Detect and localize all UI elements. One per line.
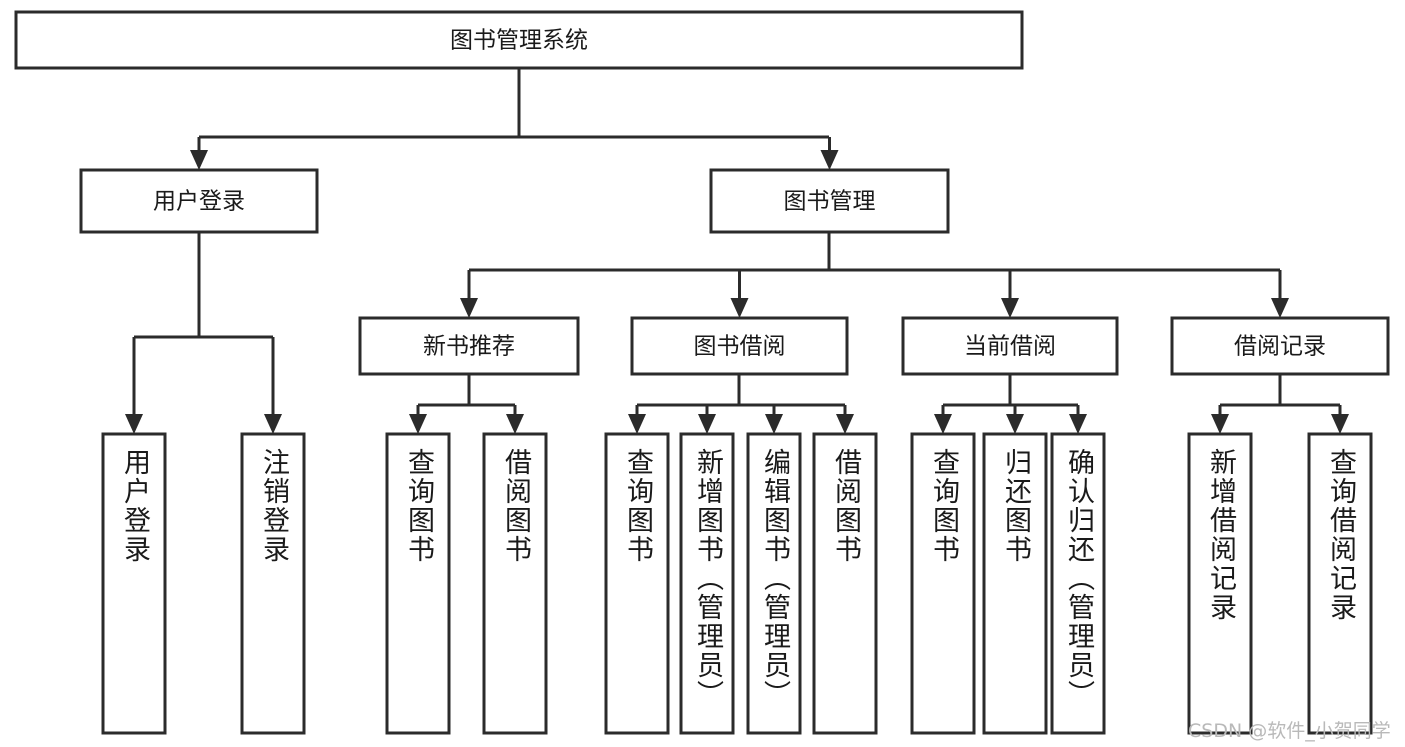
node-current-borrow[interactable] [901,316,1119,376]
arrow-head-icon [506,414,524,434]
node-leaf-edit-book[interactable] [746,432,802,735]
node-label: 图书借阅 [694,334,786,360]
node-borrow-record[interactable] [1170,316,1390,376]
node-label: 新书推荐 [423,334,515,360]
node-root[interactable] [14,10,1024,70]
node-label: 图书管理系统 [450,28,588,54]
edges-layer [125,68,1349,434]
watermark: CSDN @软件_小贺同学 [1188,720,1391,742]
node-leaf-add-book[interactable] [679,432,735,735]
arrow-head-icon [409,414,427,434]
node-label: 当前借阅 [964,334,1056,360]
node-book-manage[interactable] [709,168,950,234]
node-label: 用户登录 [153,189,245,215]
node-leaf-add-record[interactable] [1187,432,1253,735]
arrow-head-icon [1001,298,1019,318]
arrow-head-icon [1006,414,1024,434]
arrow-head-icon [730,298,749,318]
arrow-head-icon [190,150,208,170]
node-leaf-confirm-return[interactable] [1050,432,1106,735]
arrow-head-icon [460,298,478,318]
node-leaf-borrow-book-2[interactable] [812,432,878,735]
node-leaf-return-book[interactable] [982,432,1048,735]
node-leaf-query-book-2[interactable] [604,432,670,735]
arrow-head-icon [765,414,783,434]
node-leaf-query-book-1[interactable] [385,432,451,735]
node-label: 借阅记录 [1234,334,1326,360]
node-leaf-borrow-book-1[interactable] [482,432,548,735]
node-new-book-recommend[interactable] [358,316,580,376]
node-leaf-query-book-3[interactable] [910,432,976,735]
arrow-head-icon [820,150,839,170]
node-leaf-logout[interactable] [240,432,306,735]
arrow-head-icon [1211,414,1229,434]
arrow-head-icon [1271,298,1289,318]
node-leaf-query-record[interactable] [1307,432,1373,735]
arrow-head-icon [628,414,646,434]
node-leaf-user-login[interactable] [101,432,167,735]
arrow-head-icon [264,414,282,434]
node-label: 图书管理 [784,189,876,215]
node-user-login[interactable] [79,168,319,234]
arrow-head-icon [1331,414,1349,434]
arrow-head-icon [934,414,952,434]
arrow-head-icon [836,414,854,434]
arrow-head-icon [1069,414,1087,434]
node-book-borrow[interactable] [630,316,849,376]
arrow-head-icon [125,414,143,434]
arrow-head-icon [698,414,716,434]
